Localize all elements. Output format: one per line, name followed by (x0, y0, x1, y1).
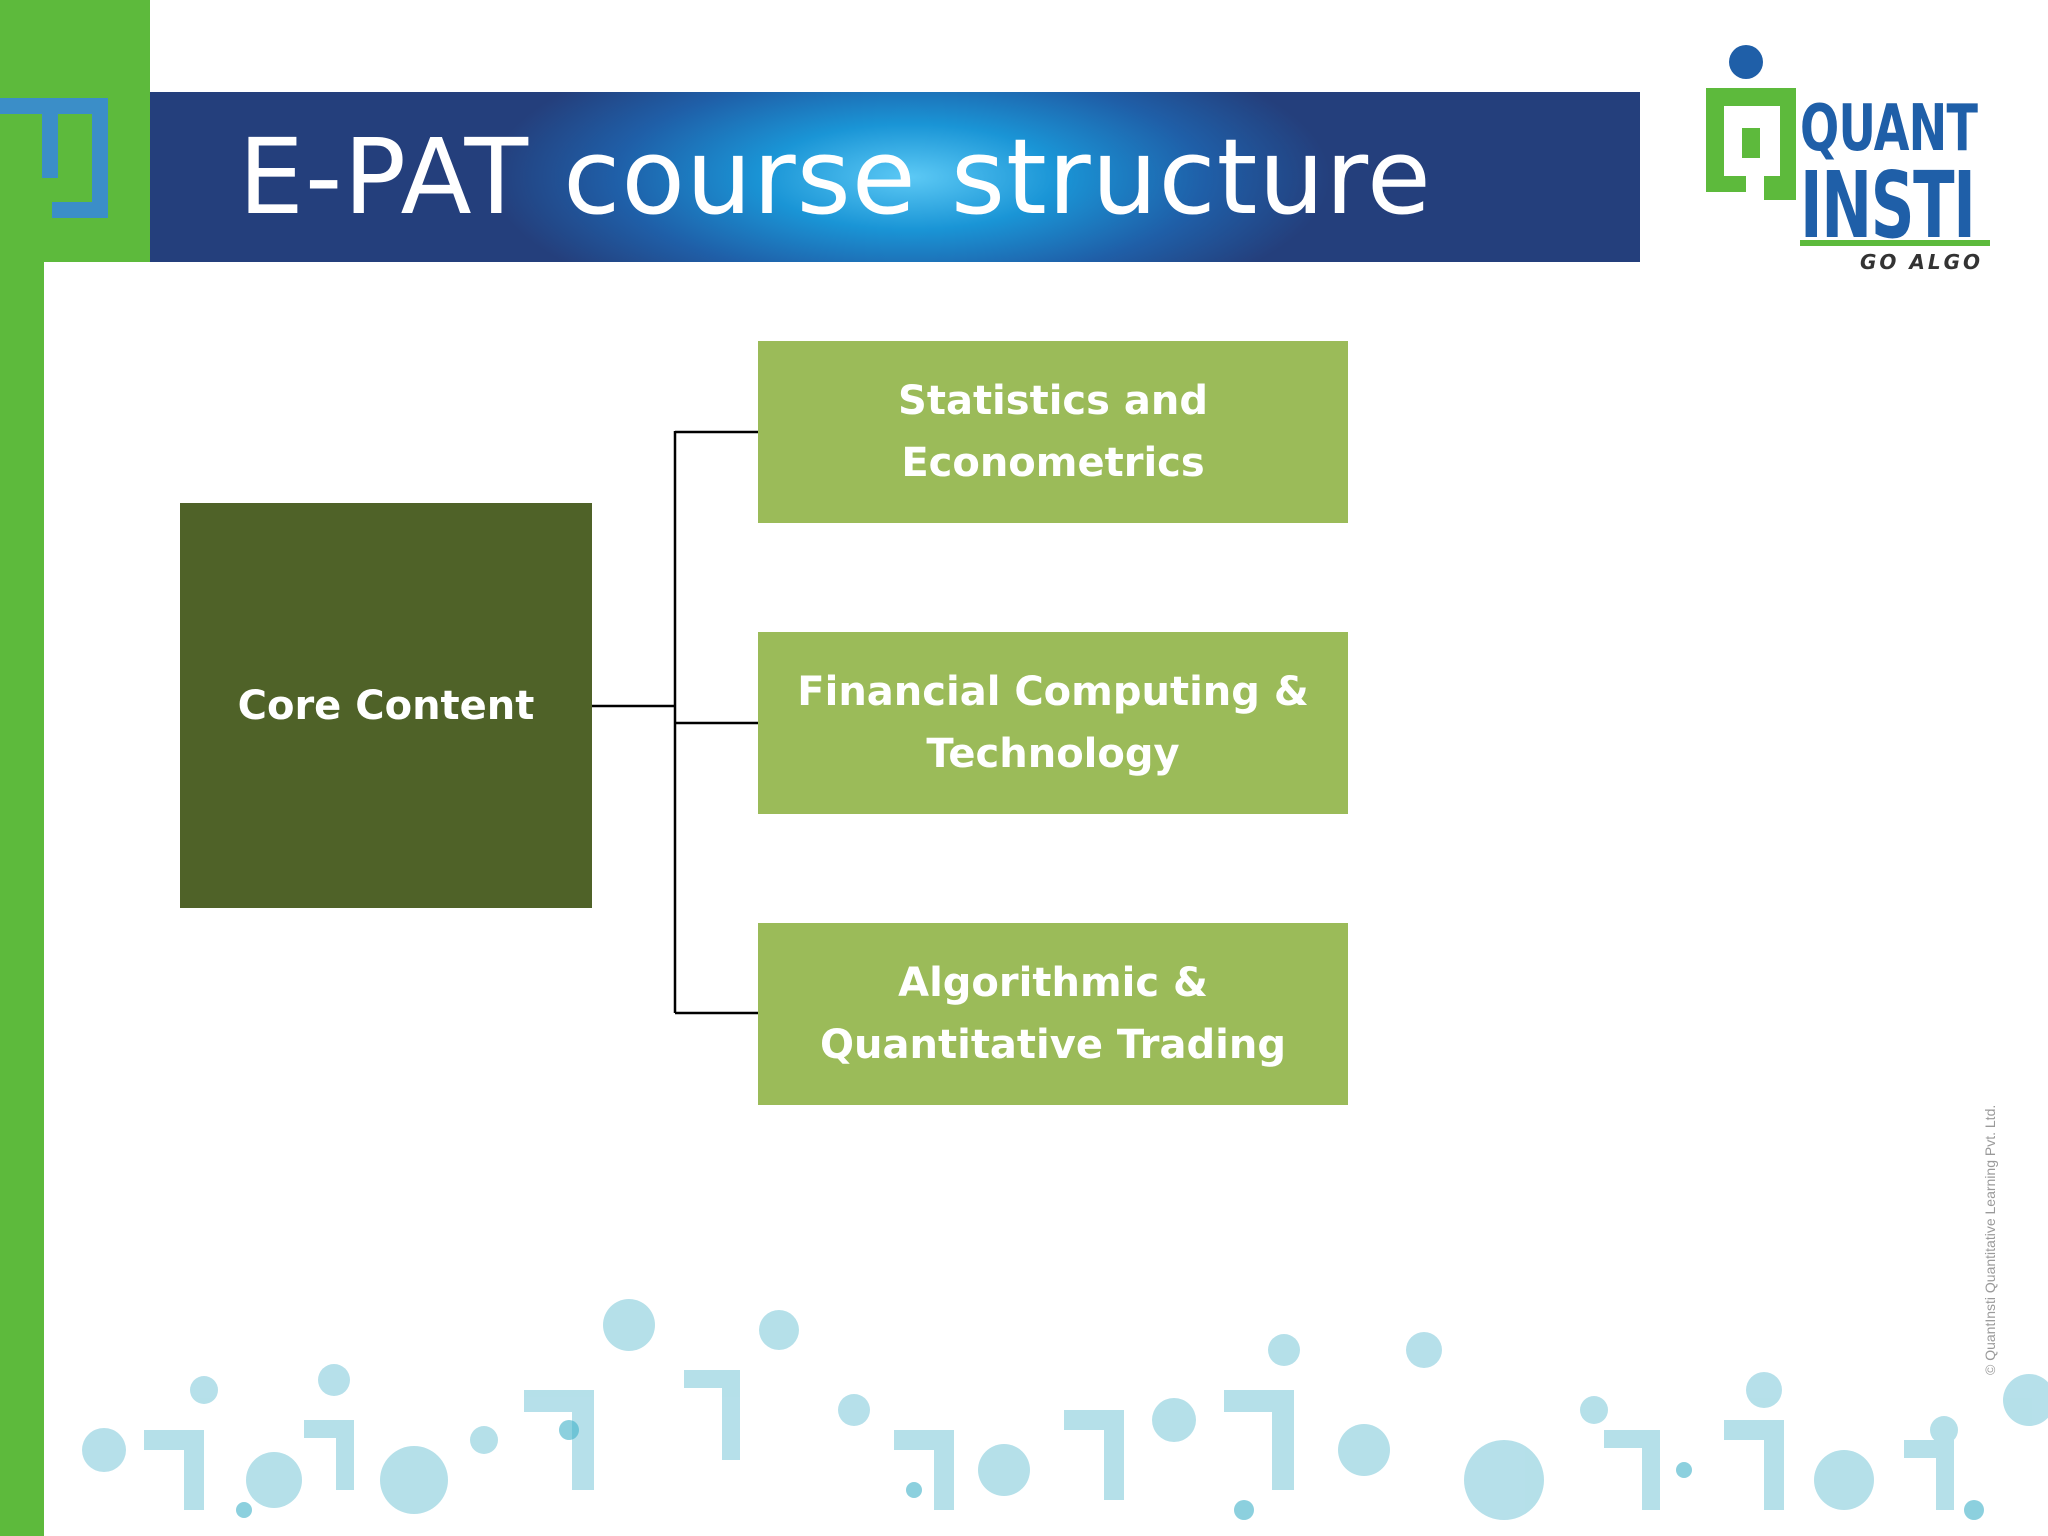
quantinsti-logo: QUANT INSTI GO ALGO (1700, 40, 2000, 280)
decorative-footer-pattern (82, 1299, 2048, 1520)
topic-label-financial-computing: Financial Computing & Technology (797, 669, 1309, 777)
core-content-label: Core Content (237, 682, 535, 729)
corner-logo-mark-icon (0, 98, 108, 218)
corner-brand-block (0, 0, 150, 262)
core-content-box: Core Content (180, 503, 592, 908)
logo-text-insti: INSTI (1800, 152, 1976, 259)
topic-label-algorithmic-trading: Algorithmic & Quantitative Trading (820, 960, 1286, 1068)
title-banner: E-PAT course structure (150, 92, 1640, 262)
topic-box-statistics: Statistics and Econometrics (758, 341, 1348, 523)
topic-box-financial-computing: Financial Computing & Technology (758, 632, 1348, 814)
topic-box-algorithmic-trading: Algorithmic & Quantitative Trading (758, 923, 1348, 1105)
slide-title: E-PAT course structure (238, 116, 1432, 238)
logo-tagline: GO ALGO (1860, 250, 1984, 274)
logo-mark-icon (1706, 45, 1990, 246)
logo-text-quant: QUANT (1800, 92, 1978, 166)
topic-label-statistics: Statistics and Econometrics (898, 378, 1208, 486)
